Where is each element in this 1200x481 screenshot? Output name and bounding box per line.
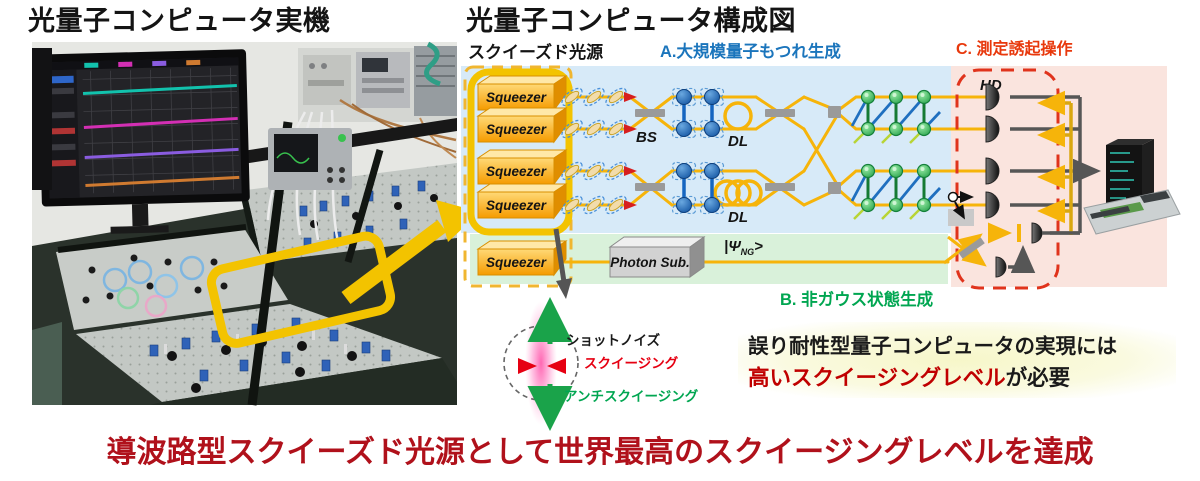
squeezer-box: Squeezer [476,149,568,186]
squeezer-highlight-box [467,68,573,236]
shot-noise-label: ショットノイズ [566,333,661,348]
bs-bar [958,237,985,259]
state-prefix: |Ψ [724,238,741,255]
noise-diagram [503,297,579,431]
anti-squeezing-label: アンチスクイージング [564,389,699,404]
oscilloscope [268,128,352,190]
side-monitor [32,48,52,190]
bs-label: BS [636,129,657,146]
section-a-label: A.大規模量子もつれ生成 [660,43,841,61]
beam-splitter-bars [635,106,841,194]
trace-cyan [82,83,237,95]
state-suffix: > [754,238,763,255]
frame-rail [344,149,384,263]
squeezer-label: Squeezer [486,90,547,105]
switch-and-heralding [943,191,1080,278]
detector-icon [985,115,1000,143]
dl-label-bottom: DL [728,209,748,226]
section-c-label: C. 測定誘起操作 [956,41,1073,58]
cluster-state-bottom [850,163,942,220]
detector-icon [985,191,1000,219]
zoom-to-noise-arrow [553,228,572,299]
optical-table-left [56,228,288,330]
title-right: 光量子コンピュータ構成図 [466,6,796,36]
source-section-label: スクイーズド光源 [468,43,604,62]
trace-purple [84,147,239,159]
squeezer-label: Squeezer [486,164,547,179]
homodyne-detectors [985,83,1000,219]
monitor [38,49,250,234]
squeezer-box: Squeezer [476,240,568,277]
phase-plate [1017,224,1021,242]
cluster-state-top [850,89,942,144]
feedforward-lines [1037,90,1073,235]
squeezer-box: Squeezer [476,75,568,112]
red-arrows [624,92,637,210]
squeezed-source-dashed-box [463,65,573,288]
green-cable [424,41,441,87]
state-subscript: NG [740,247,755,257]
callout-line2: 高いスクイージングレベルが必要 [748,361,1166,392]
squeezing-arrow-left [518,358,537,374]
callout-highlight: 高いスクイージングレベル [748,366,1006,390]
detector-icon [985,83,1000,111]
trace-orange [85,175,240,187]
headline: 導波路型スクイーズド光源として世界最高のスクイージングレベルを達成 [106,436,1094,469]
title-left: 光量子コンピュータ実機 [28,6,331,36]
photo-lab [32,41,480,406]
detector-icon [985,157,1000,185]
squeezing-arrow-right [547,358,566,374]
trace-magenta [83,116,238,129]
control-computer [1083,139,1181,235]
epr-pairs [669,84,727,218]
squeezing-label: スクイージング [584,356,679,371]
squeezer-boxes: Squeezer Squeezer Squeezer Squeezer Sque… [476,75,568,277]
squeezer-box: Squeezer [476,107,568,144]
photon-sub-box: Photon Sub. [608,236,706,278]
dl-label-top: DL [728,133,748,150]
squeezer-label: Squeezer [486,198,547,213]
nongaussian-state-label: |ΨNG> [724,238,763,257]
zoom-arrow-shaft [341,220,447,304]
section-b-label: B. 非ガウス状態生成 [780,291,934,309]
requirement-callout: 誤り耐性型量子コンピュータの実現には 高いスクイージングレベルが必要 [738,322,1176,398]
schematic: Squeezer Squeezer Squeezer Squeezer Sque… [461,65,1181,431]
detector-icon [995,256,1007,278]
squeezer-label: Squeezer [486,122,547,137]
callout-suffix: が必要 [1005,366,1071,390]
instrument-shelf [298,41,457,159]
detector-icon [1031,222,1043,244]
photon-sub-label: Photon Sub. [610,255,689,270]
squeezer-label: Squeezer [486,255,547,270]
callout-line1: 誤り耐性型量子コンピュータの実現には [748,335,1117,358]
squeezer-box: Squeezer [476,183,568,220]
switch-icon [947,191,959,203]
